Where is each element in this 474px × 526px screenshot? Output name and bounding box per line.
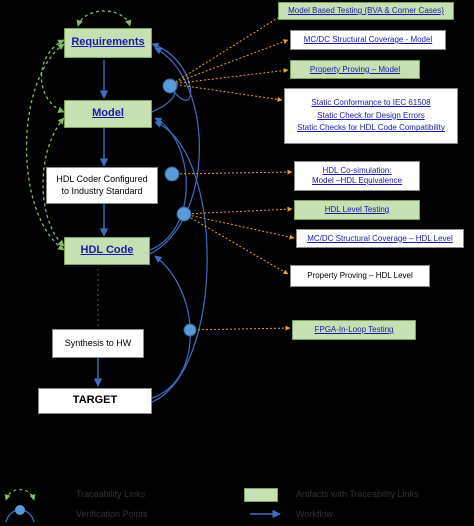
artifact-mcdc-hdl[interactable]: MC/DC Structural Coverage – HDL Level — [296, 229, 464, 248]
artifact-static-checks[interactable]: Static Conformance to IEC 61508 Static C… — [284, 88, 458, 144]
mcdc-hdl-link[interactable]: MC/DC Structural Coverage – HDL Level — [307, 233, 453, 243]
legend-traceability-icon — [4, 488, 36, 501]
legend-traceability-label: Traceability Links — [76, 489, 146, 499]
requirements-label[interactable]: Requirements — [71, 36, 145, 49]
artifact-hdl-cosim[interactable]: HDL Co-simulation: Model –HDL Equivalenc… — [294, 161, 420, 191]
artifact-hdl-level-testing[interactable]: HDL Level Testing — [294, 200, 420, 220]
static-hdl-compat-link[interactable]: Static Checks for HDL Code Compatibility — [297, 123, 445, 133]
feedback-model-curve — [151, 85, 176, 113]
connector-mcdc-model — [171, 39, 289, 85]
legend-workflow-label: Workflow — [296, 509, 333, 519]
connector-fil — [189, 325, 291, 331]
hdl-coder-box: HDL Coder Configured to Industry Standar… — [46, 167, 158, 204]
artifact-property-proving-hdl: Property Proving – HDL Level — [290, 265, 430, 287]
property-proving-model-link[interactable]: Property Proving – Model — [309, 64, 401, 74]
legend-artifacts-label: Artifacts with Traceability Links — [296, 489, 419, 499]
synthesis-label: Synthesis to HW — [64, 337, 132, 348]
verification-point-hdl — [176, 206, 192, 222]
model-based-testing-link[interactable]: Model Based Testing (BVA & Corner Cases) — [288, 6, 444, 15]
hdl-code-box[interactable]: HDL Code — [64, 237, 150, 265]
legend-verification-arc — [5, 509, 35, 523]
hdl-code-label[interactable]: HDL Code — [80, 244, 134, 257]
feedback-target-to-hdl — [151, 255, 191, 399]
legend-verification-icon — [15, 505, 25, 515]
fpga-in-loop-link[interactable]: FPGA-In-Loop Testing — [314, 325, 394, 334]
connector-hdl-testing — [183, 206, 293, 215]
feedback-target-to-model — [151, 121, 208, 403]
connector-pp-hdl — [183, 213, 289, 275]
artifact-fpga-in-loop[interactable]: FPGA-In-Loop Testing — [292, 320, 416, 340]
verification-point-coder — [164, 166, 180, 182]
hdl-cosim-line1[interactable]: HDL Co-simulation: — [322, 166, 392, 175]
feedback-req-curve — [151, 42, 192, 101]
traceability-req-hdl — [25, 43, 65, 251]
hdl-level-testing-link[interactable]: HDL Level Testing — [324, 205, 390, 214]
connector-static — [171, 83, 283, 102]
artifact-model-based-testing[interactable]: Model Based Testing (BVA & Corner Cases) — [278, 2, 454, 20]
static-design-errors-link[interactable]: Static Check for Design Errors — [317, 110, 425, 120]
static-conformance-link[interactable]: Static Conformance to IEC 61508 — [311, 98, 431, 108]
mcdc-model-link[interactable]: MC/DC Structural Coverage - Model — [303, 35, 433, 44]
connector-cosim — [171, 169, 293, 175]
hdl-cosim-line2[interactable]: Model –HDL Equivalence — [312, 176, 402, 185]
target-label: TARGET — [72, 394, 118, 407]
synthesis-box: Synthesis to HW — [52, 329, 144, 358]
feedback-hdl-to-req — [149, 47, 200, 255]
connector-mcdc-hdl — [183, 213, 295, 240]
property-proving-hdl-label: Property Proving – HDL Level — [307, 271, 413, 280]
artifact-mcdc-model[interactable]: MC/DC Structural Coverage - Model — [290, 30, 446, 50]
target-box: TARGET — [38, 388, 152, 414]
hdl-coder-line2: to Industry Standard — [61, 185, 143, 196]
model-box[interactable]: Model — [64, 100, 152, 128]
traceability-loop-top — [76, 10, 132, 27]
verification-point-model — [162, 78, 178, 94]
legend-verification-label: Verification Points — [76, 509, 148, 519]
connector-mbt — [171, 13, 285, 85]
hdl-coder-line1: HDL Coder Configured — [56, 174, 148, 185]
traceability-req-model — [41, 39, 65, 113]
verification-point-fpga — [183, 323, 197, 337]
connector-pp-model — [171, 68, 289, 85]
artifact-property-proving-model[interactable]: Property Proving – Model — [290, 60, 420, 79]
legend-artifact-swatch — [244, 488, 278, 502]
requirements-box[interactable]: Requirements — [64, 28, 152, 58]
model-label[interactable]: Model — [92, 107, 124, 120]
